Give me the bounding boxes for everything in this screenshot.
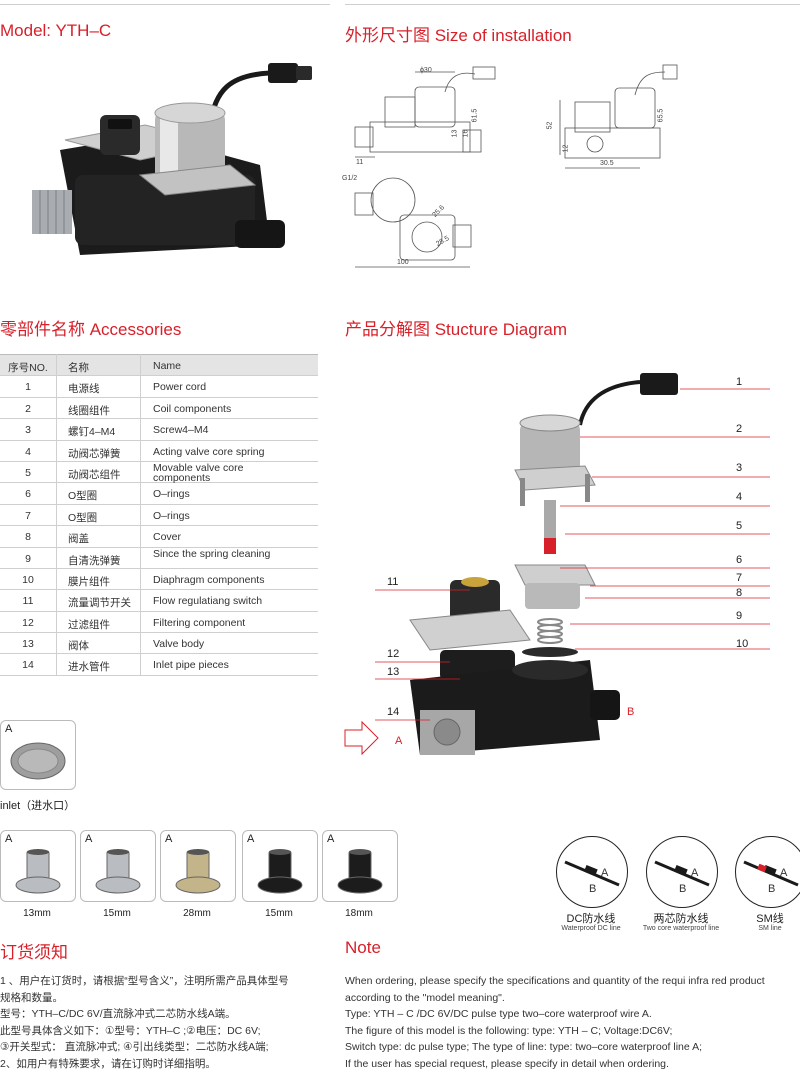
wire-label-b: B — [768, 883, 775, 895]
text-line: 型号：YTH–C/DC 6V/直流脉冲式二芯防水线A端。 — [0, 1006, 289, 1023]
text-line: Type: YTH – C /DC 6V/DC pulse type two–c… — [345, 1006, 765, 1023]
fitting-label: A — [247, 833, 254, 845]
fitting-size: 28mm — [160, 908, 234, 919]
callout-9: 9 — [736, 610, 742, 622]
text-line: 1 、用户在订货时，请根据“型号含义”，注明所需产品具体型号 — [0, 973, 289, 990]
text-line: according to the "model meaning". — [345, 990, 765, 1007]
filter-mesh-icon — [9, 739, 67, 783]
wire-name-en: SM line — [715, 925, 800, 932]
fitting-thumb: A — [0, 830, 76, 902]
pipe-fitting-icon — [335, 847, 385, 897]
callout-3: 3 — [736, 462, 742, 474]
fitting-thumb: A — [322, 830, 398, 902]
callout-4: 4 — [736, 491, 742, 503]
fitting-size: 15mm — [80, 908, 154, 919]
callout-5: 5 — [736, 520, 742, 532]
callout-6: 6 — [736, 554, 742, 566]
callout-13: 13 — [387, 666, 399, 678]
note-en-text: When ordering, please specify the specif… — [345, 973, 765, 1072]
port-a-label: A — [395, 735, 402, 747]
wire-name-cn: DC防水线 — [546, 910, 636, 926]
callout-12: 12 — [387, 648, 399, 660]
fitting-thumb: A — [160, 830, 236, 902]
callout-14: 14 — [387, 706, 399, 718]
callout-10: 10 — [736, 638, 748, 650]
pipe-fitting-icon — [173, 847, 223, 897]
pipe-fitting-icon — [13, 847, 63, 897]
text-line: When ordering, please specify the specif… — [345, 973, 765, 990]
wire-label-b: B — [679, 883, 686, 895]
fitting-label: A — [165, 833, 172, 845]
text-line: The figure of this model is the followin… — [345, 1023, 765, 1040]
pipe-fitting-icon — [255, 847, 305, 897]
text-line: Switch type: dc pulse type; The type of … — [345, 1039, 765, 1056]
fitting-label: A — [327, 833, 334, 845]
inlet-filter-thumb: A — [0, 720, 76, 790]
callout-1: 1 — [736, 376, 742, 388]
wire-label-a: A — [780, 867, 787, 879]
text-line: ③开关型式： 直流脉冲式; ④引出线类型：二芯防水线A端; — [0, 1039, 289, 1056]
wire-label-a: A — [601, 867, 608, 879]
callout-7: 7 — [736, 572, 742, 584]
port-b-label: B — [627, 706, 634, 718]
callout-8: 8 — [736, 587, 742, 599]
fitting-label: A — [5, 833, 12, 845]
wire-label-a: A — [691, 867, 698, 879]
fitting-size: 18mm — [322, 908, 396, 919]
callout-11: 11 — [387, 576, 398, 588]
fitting-thumb: A — [242, 830, 318, 902]
wire-name-cn: 两芯防水线 — [636, 910, 726, 926]
fitting-label: A — [85, 833, 92, 845]
inlet-caption: inlet（进水口） — [0, 797, 75, 813]
wire-label-b: B — [589, 883, 596, 895]
wire-connector-icon — [647, 837, 717, 907]
wire-connector-icon — [557, 837, 627, 907]
pipe-fitting-icon — [93, 847, 143, 897]
callout-2: 2 — [736, 423, 742, 435]
fitting-size: 15mm — [242, 908, 316, 919]
ordering-cn-text: 1 、用户在订货时，请根据“型号含义”，注明所需产品具体型号规格和数量。 型号：… — [0, 973, 289, 1072]
text-line: 规格和数量。 — [0, 990, 289, 1007]
text-line: 此型号具体含义如下：①型号：YTH–C ;②电压：DC 6V; — [0, 1023, 289, 1040]
inlet-filter-label: A — [5, 723, 12, 735]
fitting-size: 13mm — [0, 908, 74, 919]
wire-name-cn: SM线 — [725, 910, 800, 926]
fitting-thumb: A — [80, 830, 156, 902]
wire-connector-icon — [736, 837, 800, 907]
